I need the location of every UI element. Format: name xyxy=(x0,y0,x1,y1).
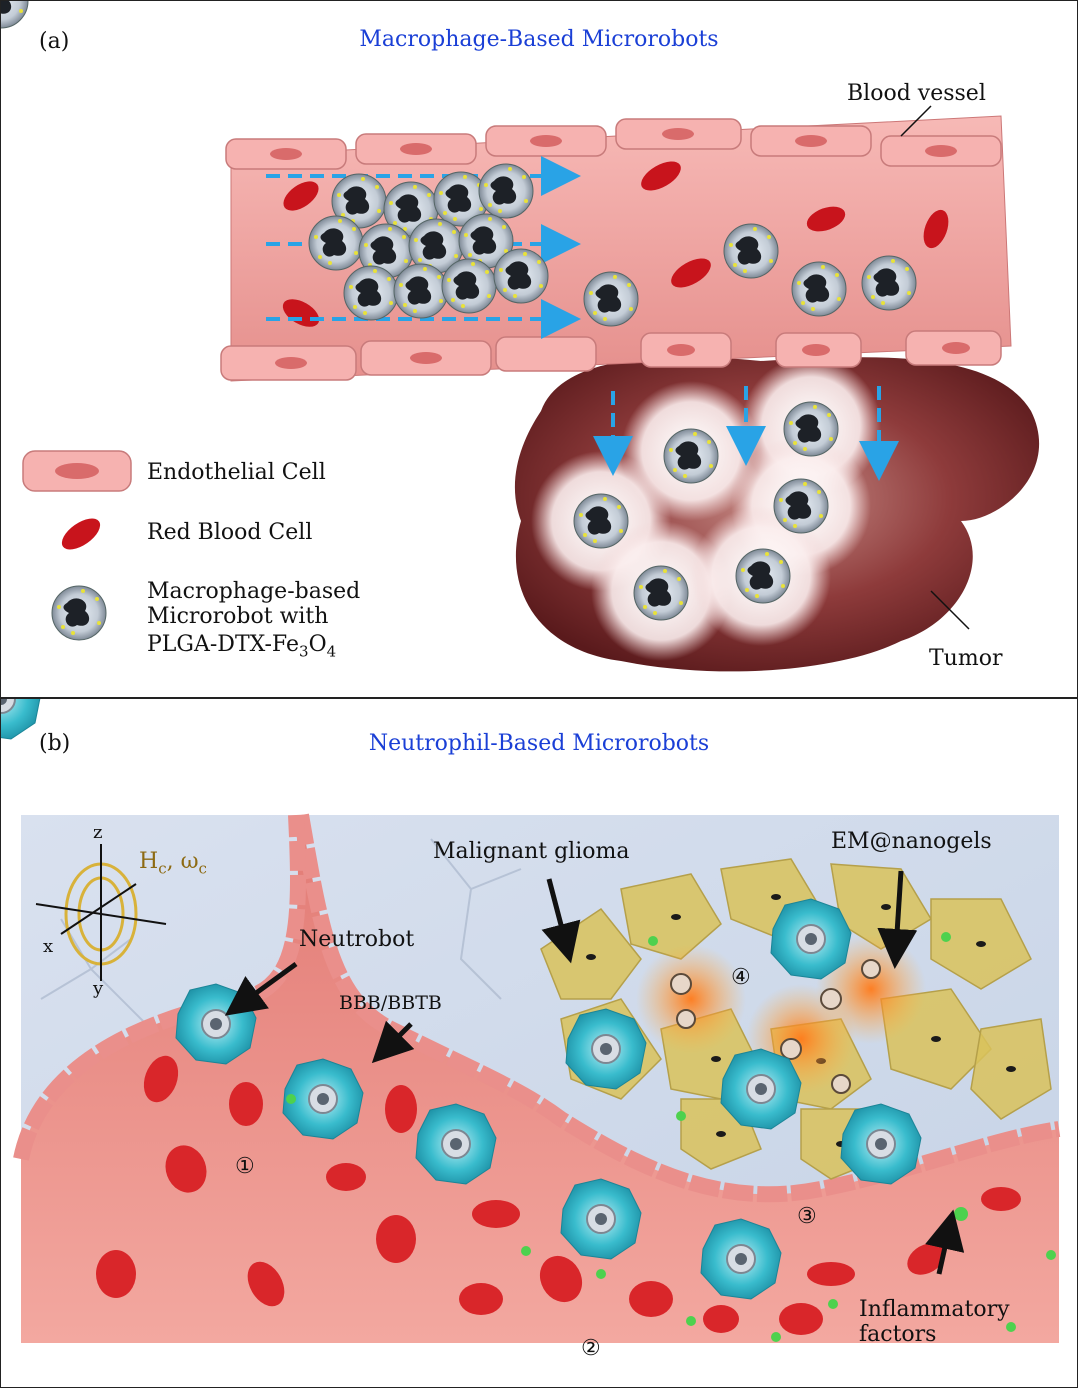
legend-rbc-label: Red Blood Cell xyxy=(147,520,313,545)
panel-a-title: Macrophage-Based Microrobots xyxy=(359,27,719,52)
axis-y-label: y xyxy=(93,978,104,999)
inflammatory-label-line1: Inflammatory xyxy=(859,1297,1010,1322)
rbc-b-group xyxy=(96,1055,1021,1335)
step-3-marker: ③ xyxy=(797,1204,817,1229)
field-H: H xyxy=(139,849,159,874)
bbb-label: BBB/BBTB xyxy=(339,992,442,1014)
axis-x-label: x xyxy=(43,936,54,957)
legend-formula-mid: O xyxy=(308,632,327,657)
legend-macrophage-icon xyxy=(51,585,107,641)
tumor-label: Tumor xyxy=(929,646,1003,671)
blood-vessel-label: Blood vessel xyxy=(847,81,986,106)
macrophage-cells xyxy=(1,1,917,621)
step-1-marker: ① xyxy=(235,1154,255,1179)
panel-a: (a) Macrophage-Based Microrobots xyxy=(0,0,1078,698)
panel-b-title: Neutrophil-Based Microrobots xyxy=(368,731,710,756)
field-sub-c1: c xyxy=(158,859,167,878)
annotation-arrows xyxy=(224,870,965,1275)
field-label: Hc, ωc xyxy=(139,849,207,878)
legend-endothelial-label: Endothelial Cell xyxy=(147,460,326,485)
legend-formula-sub1: 3 xyxy=(299,642,309,661)
nanogels-label: EM@nanogels xyxy=(831,829,992,854)
magnetic-field-gizmo xyxy=(35,844,167,981)
axis-z-label: z xyxy=(93,822,103,843)
macrophage-illustration xyxy=(1,1,1040,672)
legend-macrophage-line3: PLGA-DTX-Fe3O4 xyxy=(147,632,336,661)
legend-macrophage-line1: Macrophage-based xyxy=(147,579,361,604)
legend-endothelial-icon xyxy=(22,450,132,492)
step-2-marker: ② xyxy=(581,1336,601,1361)
panel-b: (b) Neutrophil-Based Microrobots xyxy=(0,698,1078,1388)
legend-formula-prefix: PLGA-DTX-Fe xyxy=(147,632,300,657)
legend-macrophage-line2: Microrobot with xyxy=(147,604,329,629)
field-sub-c2: c xyxy=(198,859,207,878)
panel-a-label: (a) xyxy=(39,29,70,54)
glioma-label: Malignant glioma xyxy=(433,839,630,864)
neutrophil-illustration xyxy=(1,699,1061,1343)
step-4-marker: ④ xyxy=(731,965,751,990)
nanogel-particles xyxy=(670,959,881,1094)
legend-formula-sub2: 4 xyxy=(326,642,337,661)
glioma-nuclei xyxy=(586,894,1016,1147)
neutrobot-label: Neutrobot xyxy=(299,927,415,952)
panel-b-label: (b) xyxy=(39,731,71,756)
neutrophils xyxy=(1,699,922,1300)
legend-rbc-icon xyxy=(61,518,101,550)
inflammatory-label-line2: factors xyxy=(859,1322,937,1347)
vessel-lumen xyxy=(21,815,1059,1343)
field-omega: , ω xyxy=(166,849,199,874)
